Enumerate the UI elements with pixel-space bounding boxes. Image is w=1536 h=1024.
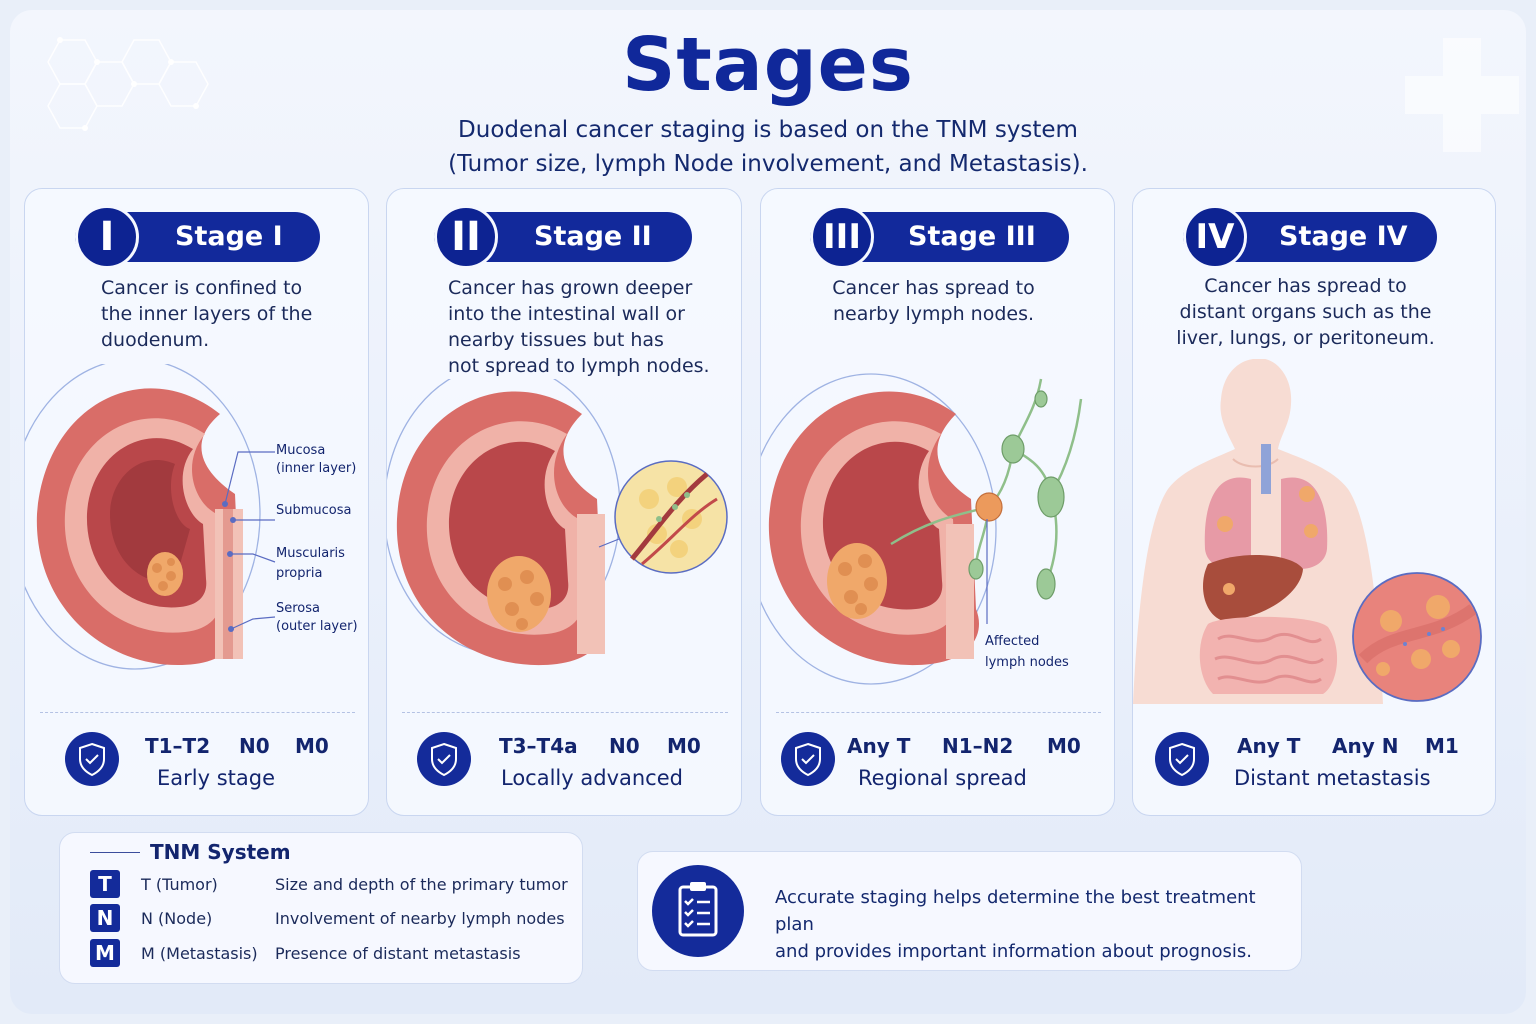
tnm-heading-rule [90,852,140,853]
stage-card-4: IV Stage IV Cancer has spread to distant… [1132,188,1496,816]
description-line: Cancer is confined to [101,277,303,299]
stage-description: Cancer has spread to distant organs such… [1133,273,1478,351]
tnm-system-heading: TNM System [150,840,291,864]
duodenum-invasion-illustration [387,379,728,666]
tnm-t: T1–T2 [145,734,211,758]
tnm-t: Any T [1237,734,1301,758]
clipboard-checklist-icon [652,865,744,957]
description-line: duodenum. [101,329,210,351]
stage-category: Distant metastasis [1234,766,1431,790]
stage-description: Cancer has grown deeper into the intesti… [448,275,710,379]
shield-check-icon [1155,732,1209,786]
tnm-m: M0 [295,734,329,758]
stage-name: Stage II [534,221,652,252]
stage-description: Cancer is confined to the inner layers o… [101,275,312,353]
stage-header-pill: I Stage I [75,205,320,269]
tnm-term-n: N (Node) [141,909,213,928]
tnm-definition-t: Size and depth of the primary tumor [275,875,568,894]
stage-card-1: I Stage I Cancer is confined to the inne… [24,188,369,816]
card-divider [40,712,355,713]
stage-category: Locally advanced [501,766,683,790]
card-divider [1148,712,1482,713]
layer-label-muscularis: Muscularis [276,546,345,561]
stage-header-pill: IV Stage IV [1183,205,1437,269]
tnm-term-m: M (Metastasis) [141,944,258,963]
duodenum-cross-section-illustration: Mucosa (inner layer) Submucosa Musculari… [25,364,358,670]
tnm-t: T3–T4a [499,734,578,758]
tnm-letter-badge-n: N [90,904,120,932]
stage-category: Early stage [157,766,276,790]
layer-label-serosa: Serosa [276,601,320,616]
prognosis-note-panel [637,851,1302,971]
lymph-node-spread-illustration: Affected lymph nodes [761,373,1083,685]
page-subtitle: Duodenal cancer staging is based on the … [0,113,1536,181]
stage-numeral-badge: I [75,205,139,269]
note-line: and provides important information about… [775,941,1252,962]
stage-numeral-badge: IV [1183,205,1247,269]
layer-label-mucosa: Mucosa [276,443,325,458]
layer-label-mucosa-note: (inner layer) [276,461,356,476]
stage-numeral-badge: II [434,205,498,269]
prognosis-note-text: Accurate staging helps determine the bes… [775,884,1295,965]
medical-cross-decoration [1405,38,1519,152]
tnm-system-panel [59,832,583,984]
subtitle-line: (Tumor size, lymph Node involvement, and… [448,151,1088,177]
stage-description: Cancer has spread to nearby lymph nodes. [761,275,1106,327]
description-line: into the intestinal wall or [448,303,685,325]
tnm-m: M0 [1047,734,1081,758]
stage-name: Stage III [908,221,1036,252]
stage-category: Regional spread [858,766,1027,790]
lymph-node-label: Affected [985,634,1039,649]
hexagon-pattern-decoration [47,37,209,131]
tnm-term-t: T (Tumor) [141,875,218,894]
tnm-t: Any T [847,734,911,758]
layer-label-muscularis-note: propria [276,566,322,581]
shield-check-icon [417,732,471,786]
description-line: distant organs such as the [1179,301,1432,323]
card-divider [776,712,1101,713]
page-title: Stages [622,22,914,108]
description-line: liver, lungs, or peritoneum. [1176,327,1435,349]
tnm-definition-m: Presence of distant metastasis [275,944,521,963]
stage-name: Stage I [175,221,283,252]
tnm-n: Any N [1332,734,1399,758]
stage-numeral-badge: III [810,205,874,269]
description-line: Cancer has spread to [1204,275,1407,297]
description-line: not spread to lymph nodes. [448,355,710,377]
description-line: nearby lymph nodes. [832,303,1035,325]
tnm-n: N0 [239,734,270,758]
note-line: Accurate staging helps determine the bes… [775,887,1256,935]
stage-card-3: III Stage III Cancer has spread to nearb… [760,188,1115,816]
card-divider [402,712,728,713]
shield-check-icon [781,732,835,786]
tnm-m: M0 [667,734,701,758]
description-line: Cancer has grown deeper [448,277,693,299]
distant-metastasis-body-illustration [1133,359,1482,704]
stage-name: Stage IV [1279,221,1408,252]
shield-check-icon [65,732,119,786]
description-line: Cancer has spread to [832,277,1035,299]
tnm-definition-n: Involvement of nearby lymph nodes [275,909,565,928]
stage-header-pill: III Stage III [810,205,1069,269]
stage-header-pill: II Stage II [434,205,692,269]
tnm-letter-badge-t: T [90,870,120,898]
subtitle-line: Duodenal cancer staging is based on the … [458,117,1078,143]
stage-card-2: II Stage II Cancer has grown deeper into… [386,188,742,816]
layer-label-serosa-note: (outer layer) [276,619,358,634]
tnm-n: N1–N2 [942,734,1014,758]
tnm-m: M1 [1425,734,1459,758]
tnm-letter-badge-m: M [90,939,120,967]
lymph-node-label-2: lymph nodes [985,655,1069,670]
tnm-n: N0 [609,734,640,758]
description-line: the inner layers of the [101,303,313,325]
description-line: nearby tissues but has [448,329,664,351]
layer-label-submucosa: Submucosa [276,503,352,518]
